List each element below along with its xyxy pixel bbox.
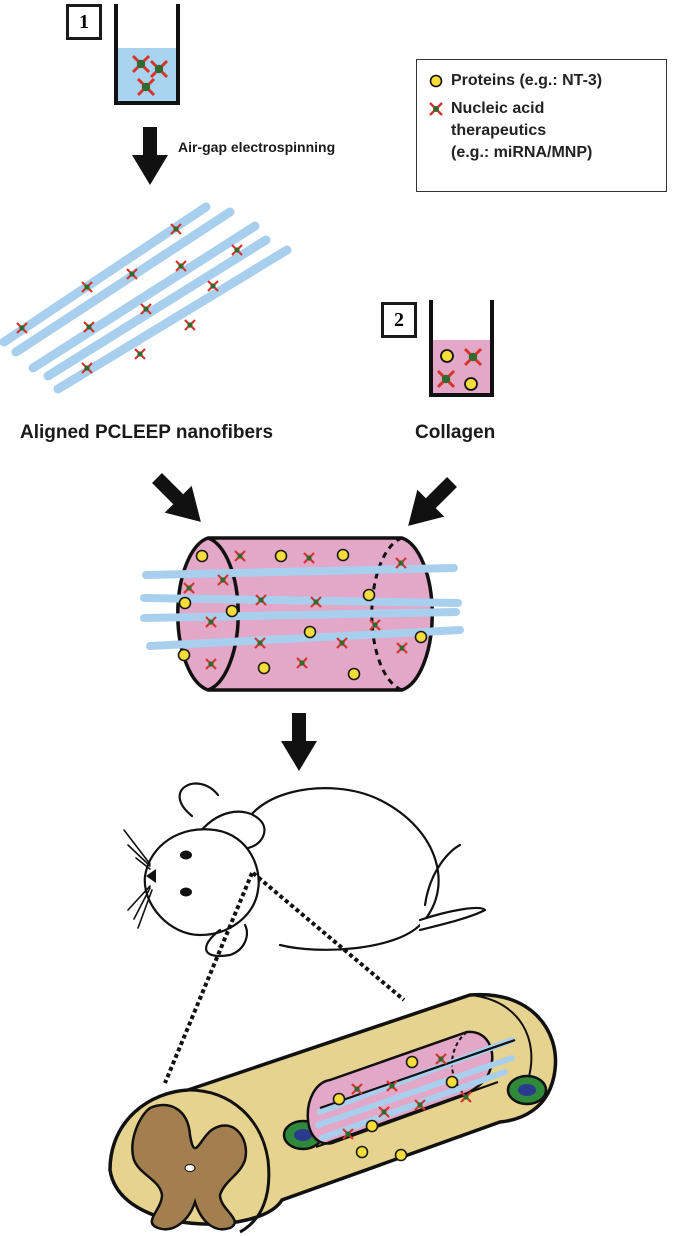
step-1-box: 1 — [66, 4, 102, 40]
step-2-number: 2 — [394, 308, 404, 331]
nucleic-acid-icon — [429, 102, 443, 116]
spinal-cord — [108, 992, 558, 1234]
beaker-1 — [114, 4, 180, 105]
collagen-conduit — [140, 536, 464, 692]
legend-nucleic-line1: Nucleic acid — [451, 100, 545, 117]
legend: Proteins (e.g.: NT-3) Nucleic acid thera… — [416, 59, 667, 192]
legend-nucleic-line3: (e.g.: miRNA/MNP) — [451, 144, 593, 161]
protein-icon — [429, 74, 443, 88]
nanofibers-label: Aligned PCLEEP nanofibers — [20, 422, 274, 443]
beaker-2 — [429, 300, 494, 397]
zoom-lines — [163, 871, 406, 1084]
arrow-right-diagonal — [408, 477, 457, 526]
arrow-down-1 — [132, 127, 168, 185]
step-1-number: 1 — [79, 10, 89, 33]
collagen-label: Collagen — [415, 422, 496, 443]
mouse-details — [123, 829, 192, 929]
legend-nucleic-line2: therapeutics — [451, 122, 547, 139]
aligned-fibers — [0, 202, 292, 394]
arrow-left-diagonal — [152, 473, 201, 522]
legend-proteins: Proteins (e.g.: NT-3) — [427, 70, 602, 92]
mouse — [143, 782, 487, 958]
step-2-box: 2 — [381, 302, 417, 338]
legend-nucleic: Nucleic acid therapeutics (e.g.: miRNA/M… — [427, 98, 592, 164]
arrow-down-2 — [281, 713, 317, 771]
legend-proteins-text: Proteins (e.g.: NT-3) — [451, 72, 603, 89]
process-label: Air-gap electrospinning — [178, 139, 336, 155]
